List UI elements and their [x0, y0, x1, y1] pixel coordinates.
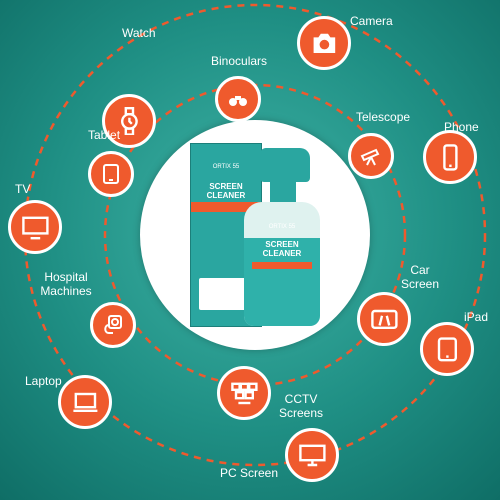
telescope-icon — [360, 148, 380, 166]
phone-node — [423, 130, 477, 184]
pc-screen-icon — [298, 444, 326, 466]
bottle-neck — [270, 180, 296, 204]
bottle-brand: ORTIX 55 — [268, 224, 296, 230]
pc-screen-label: PC Screen — [220, 466, 279, 480]
hospital-machine-icon — [104, 315, 122, 334]
spray-bottle: ORTIX 55 SCREEN CLEANER — [240, 148, 325, 328]
pc-screen-node — [285, 428, 339, 482]
cctv-screens-node — [217, 366, 271, 420]
camera-label: Camera — [350, 14, 393, 28]
watch-icon — [120, 106, 138, 136]
bottle-title: SCREEN CLEANER — [262, 240, 302, 258]
bottle-band — [252, 262, 312, 269]
camera-node — [297, 16, 351, 70]
cctv-screens-icon — [230, 382, 258, 404]
telescope-label: Telescope — [356, 110, 411, 124]
hospital-machine-label: Hospital Machines — [40, 270, 92, 298]
tv-node — [8, 200, 62, 254]
binoculars-icon — [229, 96, 247, 106]
laptop-label: Laptop — [25, 374, 62, 388]
binoculars-label: Binoculars — [211, 54, 268, 68]
tablet-label: Tablet — [88, 128, 121, 142]
ipad-icon — [437, 336, 457, 361]
hospital-machine-node — [90, 302, 136, 348]
bottle-liquid — [244, 238, 320, 326]
binoculars-node — [215, 76, 261, 122]
car-screen-node — [357, 292, 411, 346]
cctv-screens-label: CCTV Screens — [278, 392, 324, 420]
telescope-node — [348, 133, 394, 179]
tablet-node — [88, 151, 134, 197]
watch-label: Watch — [122, 26, 156, 40]
car-screen-label: Car Screen — [400, 263, 440, 291]
box-band — [191, 202, 261, 212]
tv-label: TV — [15, 182, 31, 196]
phone-label: Phone — [444, 120, 479, 134]
ipad-label: iPad — [464, 310, 489, 324]
spray-trigger — [260, 148, 310, 182]
box-brand: ORTIX 55 — [212, 164, 240, 170]
watch-node — [102, 94, 156, 148]
car-screen-icon — [370, 309, 398, 329]
box-title: SCREEN CLEANER — [206, 182, 246, 200]
ipad-node — [420, 322, 474, 376]
tablet-icon — [103, 164, 119, 184]
laptop-icon — [72, 392, 97, 412]
tv-icon — [21, 216, 49, 239]
camera-icon — [313, 33, 335, 53]
laptop-node — [58, 375, 112, 429]
phone-icon — [442, 143, 458, 171]
bottle-body: ORTIX 55 SCREEN CLEANER — [244, 202, 320, 326]
